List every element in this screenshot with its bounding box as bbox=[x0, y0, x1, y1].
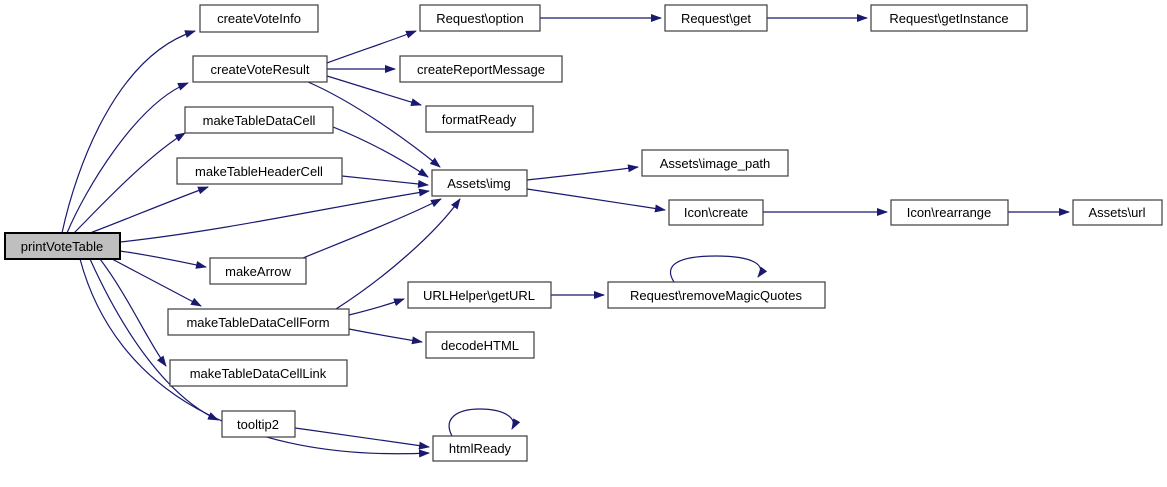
node-request-get[interactable]: Request\get bbox=[664, 4, 768, 32]
edge-make-table-header-cell-assets-img bbox=[341, 175, 429, 188]
node-label: Request\getInstance bbox=[889, 11, 1008, 26]
edge-print-vote-table-make-table-data-cell-link bbox=[99, 258, 167, 367]
node-box bbox=[870, 4, 1028, 32]
node-assets-img[interactable]: Assets\img bbox=[431, 169, 528, 197]
edge-make-table-data-cell-form-urlhelper-geturl bbox=[348, 298, 405, 316]
node-make-table-header-cell[interactable]: makeTableHeaderCell bbox=[176, 157, 343, 185]
node-tooltip2[interactable]: tooltip2 bbox=[221, 410, 296, 438]
node-box bbox=[419, 4, 541, 32]
node-box bbox=[607, 281, 826, 309]
node-box bbox=[425, 105, 534, 133]
node-label: printVoteTable bbox=[21, 239, 103, 254]
edge-html-ready-self-loop bbox=[448, 408, 521, 437]
node-label: Assets\url bbox=[1088, 205, 1145, 220]
node-box bbox=[407, 281, 552, 309]
node-assets-image-path[interactable]: Assets\image_path bbox=[641, 149, 789, 177]
edge-make-arrow-assets-img bbox=[302, 198, 442, 259]
node-box bbox=[209, 257, 307, 285]
edge-print-vote-table-assets-img bbox=[119, 188, 430, 243]
edge-print-vote-table-make-table-data-cell-form bbox=[111, 258, 202, 307]
node-request-remove-magic-quotes[interactable]: Request\removeMagicQuotes bbox=[607, 281, 826, 309]
edge-request-remove-magic-quotes-self-loop bbox=[669, 255, 768, 283]
node-label: tooltip2 bbox=[237, 417, 279, 432]
node-label: makeTableDataCell bbox=[203, 113, 316, 128]
edge-print-vote-table-make-arrow bbox=[119, 250, 207, 269]
node-format-ready[interactable]: formatReady bbox=[425, 105, 534, 133]
node-label: formatReady bbox=[442, 112, 517, 127]
node-box bbox=[199, 4, 319, 33]
edge-create-vote-result-format-ready bbox=[326, 75, 422, 106]
node-label: makeTableDataCellForm bbox=[186, 315, 329, 330]
node-label: Request\removeMagicQuotes bbox=[630, 288, 802, 303]
edge-print-vote-table-make-table-header-cell bbox=[89, 186, 209, 234]
node-box bbox=[641, 149, 789, 177]
node-label: decodeHTML bbox=[441, 338, 519, 353]
node-label: Assets\image_path bbox=[660, 156, 771, 171]
edge-make-table-data-cell-form-decode-html bbox=[348, 328, 423, 345]
node-box bbox=[167, 308, 350, 336]
node-box bbox=[890, 199, 1009, 226]
node-create-report-message[interactable]: createReportMessage bbox=[399, 55, 563, 83]
node-box bbox=[432, 435, 528, 462]
node-box bbox=[176, 157, 343, 185]
edge-assets-img-assets-image-path bbox=[526, 164, 639, 181]
edge-print-vote-table-tooltip2 bbox=[89, 258, 219, 421]
node-make-table-data-cell[interactable]: makeTableDataCell bbox=[184, 106, 334, 134]
edge-print-vote-table-create-vote-info bbox=[61, 30, 196, 234]
node-make-arrow[interactable]: makeArrow bbox=[209, 257, 307, 285]
node-box bbox=[192, 55, 328, 83]
node-label: Request\get bbox=[681, 11, 751, 26]
edge-make-table-data-cell-form-assets-img bbox=[335, 198, 461, 310]
node-decode-html[interactable]: decodeHTML bbox=[425, 331, 535, 359]
node-label: Icon\rearrange bbox=[907, 205, 992, 220]
node-label: createVoteInfo bbox=[217, 11, 301, 26]
node-create-vote-result[interactable]: createVoteResult bbox=[192, 55, 328, 83]
node-assets-url[interactable]: Assets\url bbox=[1072, 199, 1163, 226]
node-box bbox=[399, 55, 563, 83]
node-box bbox=[431, 169, 528, 197]
edge-assets-img-icon-create bbox=[526, 188, 666, 213]
node-label: makeArrow bbox=[225, 264, 291, 279]
edge-print-vote-table-make-table-data-cell bbox=[73, 132, 186, 234]
node-make-table-data-cell-form[interactable]: makeTableDataCellForm bbox=[167, 308, 350, 336]
node-label: Assets\img bbox=[447, 176, 511, 191]
node-urlhelper-geturl[interactable]: URLHelper\getURL bbox=[407, 281, 552, 309]
node-icon-create[interactable]: Icon\create bbox=[668, 199, 764, 226]
node-label: createReportMessage bbox=[417, 62, 545, 77]
node-box bbox=[4, 232, 121, 260]
node-make-table-data-cell-link[interactable]: makeTableDataCellLink bbox=[169, 359, 348, 387]
node-icon-rearrange[interactable]: Icon\rearrange bbox=[890, 199, 1009, 226]
node-label: makeTableHeaderCell bbox=[195, 164, 323, 179]
edge-make-table-data-cell-assets-img bbox=[332, 126, 429, 178]
edge-create-vote-result-request-option bbox=[326, 30, 417, 64]
node-box bbox=[1072, 199, 1163, 226]
node-box bbox=[169, 359, 348, 387]
node-request-option[interactable]: Request\option bbox=[419, 4, 541, 32]
node-label: Request\option bbox=[436, 11, 523, 26]
node-print-vote-table[interactable]: printVoteTable bbox=[4, 232, 121, 260]
node-create-vote-info[interactable]: createVoteInfo bbox=[199, 4, 319, 33]
node-box bbox=[664, 4, 768, 32]
node-label: Icon\create bbox=[684, 205, 748, 220]
node-label: createVoteResult bbox=[210, 62, 309, 77]
edge-print-vote-table-html-ready bbox=[79, 258, 430, 458]
node-box bbox=[668, 199, 764, 226]
edge-print-vote-table-create-vote-result bbox=[66, 82, 189, 234]
node-box bbox=[184, 106, 334, 134]
edge-tooltip2-html-ready bbox=[294, 427, 430, 450]
node-label: makeTableDataCellLink bbox=[190, 366, 327, 381]
node-html-ready[interactable]: htmlReady bbox=[432, 435, 528, 462]
edge-create-vote-result-assets-img bbox=[307, 81, 441, 168]
node-request-get-instance[interactable]: Request\getInstance bbox=[870, 4, 1028, 32]
node-box bbox=[425, 331, 535, 359]
node-box bbox=[221, 410, 296, 438]
node-label: htmlReady bbox=[449, 441, 512, 456]
node-label: URLHelper\getURL bbox=[423, 288, 535, 303]
